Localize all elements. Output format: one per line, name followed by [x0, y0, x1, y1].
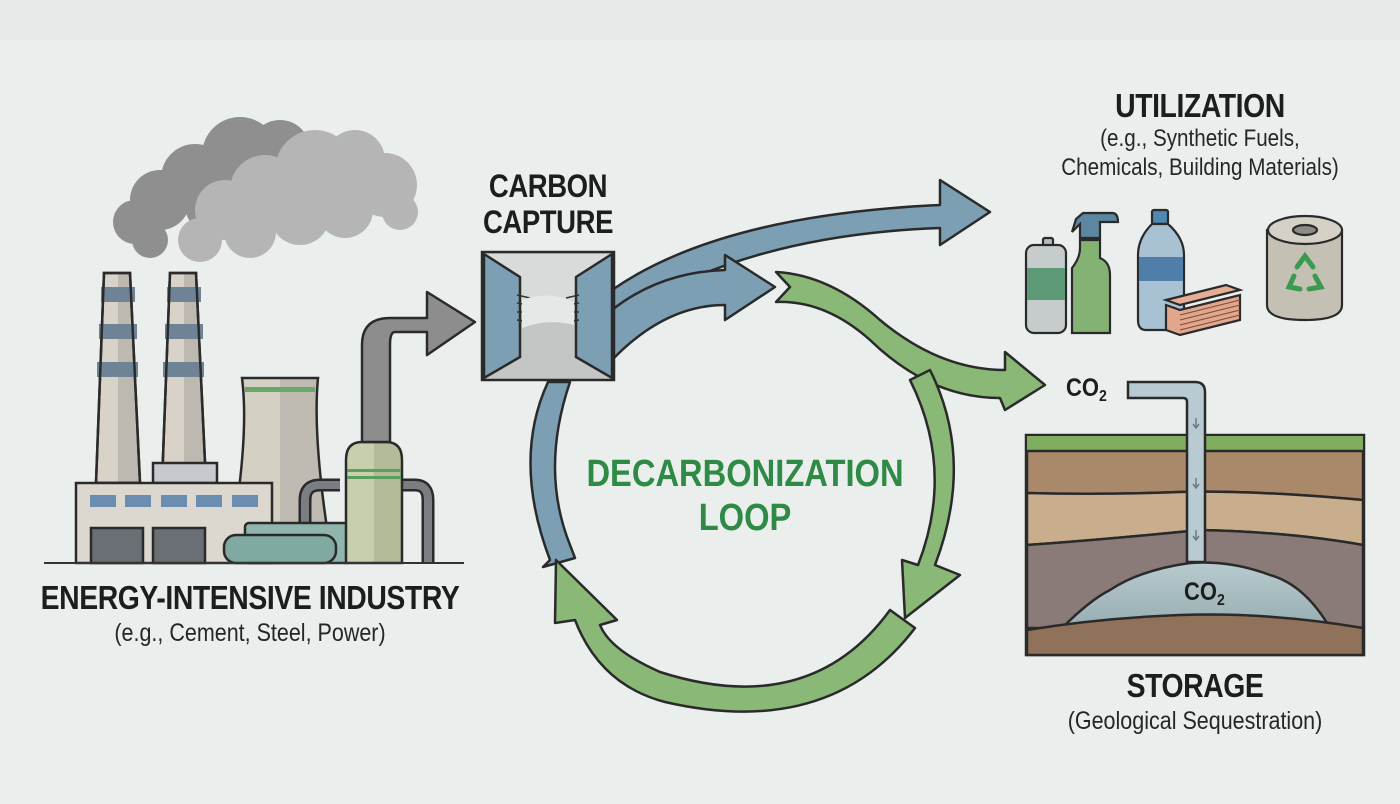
- capture-label: CARBON CAPTURE: [448, 168, 648, 240]
- bricks-icon: [1162, 283, 1244, 337]
- loop-to-storage-arrow: [774, 270, 1047, 412]
- top-band: [0, 0, 1400, 40]
- utilization-title: UTILIZATION: [1115, 87, 1285, 124]
- co2-plume-label: CO2: [1184, 578, 1225, 609]
- loop-right-green-arc: [900, 368, 962, 620]
- storage-title: STORAGE: [1126, 667, 1264, 704]
- smoke-cloud-icon: [113, 117, 418, 262]
- co2-inlet-label: CO2: [1066, 374, 1107, 405]
- loop-left-blue-arc: [529, 380, 577, 569]
- spray-bottle-icon: [1070, 211, 1120, 335]
- factory-icon: [44, 271, 464, 565]
- storage-subtitle: (Geological Sequestration): [1067, 707, 1323, 735]
- capture-to-loop-arrow: [610, 253, 777, 362]
- loop-title-line1: DECARBONIZATION: [586, 453, 904, 495]
- industry-subtitle: (e.g., Cement, Steel, Power): [114, 619, 386, 647]
- capture-title-line2: CAPTURE: [482, 204, 613, 240]
- industry-label: ENERGY-INTENSIVE INDUSTRY (e.g., Cement,…: [0, 580, 500, 648]
- geological-layers-icon: [1024, 433, 1366, 657]
- canister-icon: [1024, 236, 1068, 335]
- loop-bottom-green-arc: [553, 558, 917, 713]
- exhaust-arrow: [360, 290, 477, 444]
- utilization-subtitle-line2: Chemicals, Building Materials): [1061, 154, 1339, 181]
- capture-unit-icon: [480, 250, 616, 382]
- utilization-subtitle-line1: (e.g., Synthetic Fuels,: [1100, 125, 1300, 152]
- utilization-label: UTILIZATION (e.g., Synthetic Fuels, Chem…: [1000, 88, 1400, 182]
- loop-title-line2: LOOP: [698, 497, 792, 539]
- injection-pipe-icon: [1126, 380, 1207, 564]
- industry-title: ENERGY-INTENSIVE INDUSTRY: [40, 579, 460, 616]
- recycled-roll-icon: [1265, 214, 1344, 322]
- loop-label: DECARBONIZATION LOOP: [560, 452, 930, 540]
- storage-label: STORAGE (Geological Sequestration): [995, 668, 1395, 736]
- capture-title-line1: CARBON: [488, 168, 608, 204]
